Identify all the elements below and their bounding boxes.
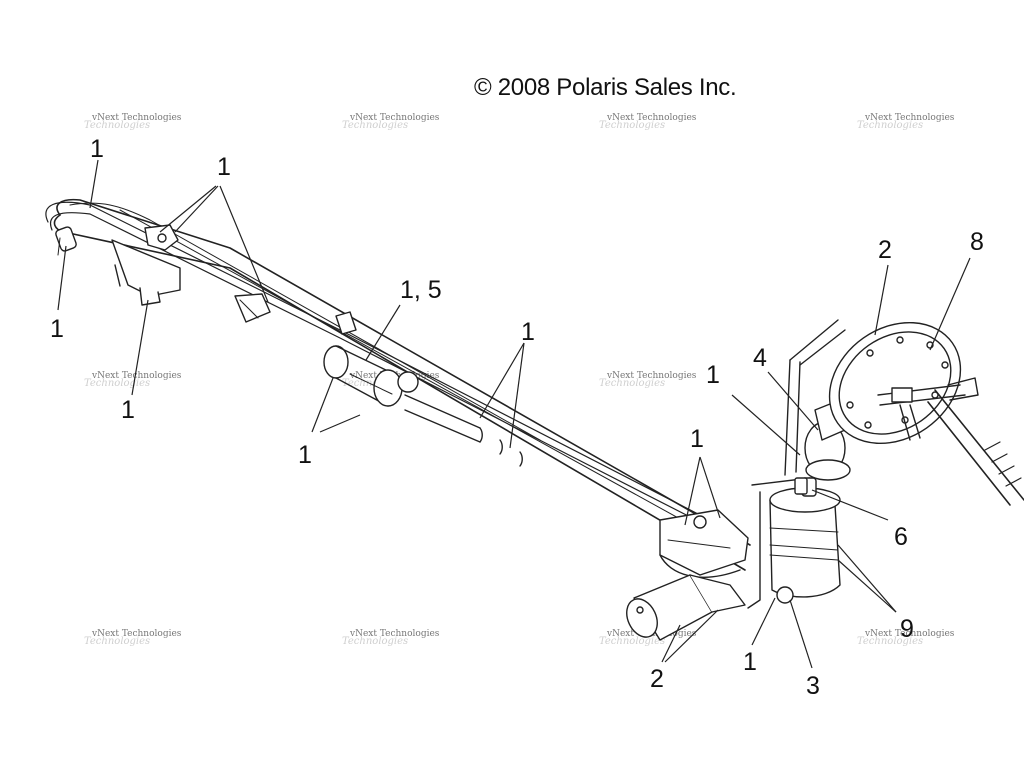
leader-line [874,264,889,336]
leader-lines [57,159,971,669]
callout-label: 1 [90,135,104,163]
watermark: Technologies vNext Technologies [84,371,182,389]
fuel-system-drawing [45,198,1024,641]
callout-label: 9 [900,615,914,643]
leader-line [365,304,401,361]
left-clamp [55,226,77,256]
leader-line [811,489,889,521]
watermark-text: vNext Technologies [606,113,697,123]
watermark: Technologies vNext Technologies [84,629,182,647]
leader-line [751,597,776,646]
outgoing-hose [927,377,1024,506]
callout-label: 1 [706,361,720,389]
watermark-text: vNext Technologies [349,113,440,123]
callout-label: 1 [690,425,704,453]
callout-label: 1 [521,318,535,346]
leader-line [57,245,67,311]
leader-line [509,342,525,449]
inline-filter [323,311,419,407]
vent-hose [45,201,701,523]
segmented-hose [404,394,523,467]
callout-label: 8 [970,228,984,256]
callout-label: 2 [650,665,664,693]
copyright-notice: © 2008 Polaris Sales Inc. [474,74,737,101]
watermark-text: vNext Technologies [91,629,182,639]
callout-label: 1 [743,648,757,676]
leader-line [159,185,217,233]
leader-line [89,159,99,209]
leader-line [699,456,721,519]
leader-line [319,414,361,433]
watermark-shadow: Technologies [599,636,665,647]
callout-label: 1 [121,396,135,424]
lower-clamp-assembly [659,509,749,578]
watermark-text: vNext Technologies [91,113,182,123]
watermark-text: vNext Technologies [864,629,955,639]
callout-label: 1, 5 [400,276,442,304]
callout-label: 1 [50,315,64,343]
leader-line [664,609,719,663]
leader-line [131,299,149,396]
callout-label: 4 [753,344,767,372]
watermark: Technologies vNext Technologies [342,629,440,647]
watermark-text: vNext Technologies [864,113,955,123]
left-bracket [111,239,181,306]
watermark-shadow: Technologies [599,378,665,389]
watermark-shadow: Technologies [84,120,150,131]
watermark-shadow: Technologies [857,120,923,131]
callout-label: 1 [298,441,312,469]
leader-line [219,185,269,303]
fuel-pump-motor [626,574,746,641]
leader-line [479,342,525,419]
leader-line [837,544,897,613]
watermark-text: vNext Technologies [606,371,697,381]
callout-labels: 1 1 1 1 1, 5 1 1 1 1 2 8 4 1 6 9 3 2 [50,135,984,700]
check-valve [794,477,808,495]
watermark: Technologies vNext Technologies [342,113,440,131]
pump-canister [769,487,841,604]
upper-clamp-2 [234,293,271,323]
watermark-shadow: Technologies [342,120,408,131]
leader-line [174,185,219,233]
watermark-shadow: Technologies [599,120,665,131]
leader-line [684,456,701,526]
leader-line [767,371,819,431]
watermark: Technologies vNext Technologies [84,113,182,131]
watermark: Technologies vNext Technologies [857,113,955,131]
callout-label: 6 [894,523,908,551]
watermark-shadow: Technologies [342,636,408,647]
watermark-shadow: Technologies [857,636,923,647]
watermark: Technologies vNext Technologies [599,113,697,131]
leader-line [661,624,681,663]
leader-line [731,394,801,456]
callout-label: 2 [878,236,892,264]
leader-line [789,599,813,669]
callout-label: 1 [217,153,231,181]
watermark-shadow: Technologies [84,378,150,389]
flange-plate [828,321,966,445]
upper-clamp-1 [144,224,179,251]
leader-line [929,257,971,351]
watermark: Technologies vNext Technologies [857,629,955,647]
callout-label: 3 [806,672,820,700]
watermark-shadow: Technologies [84,636,150,647]
pump-bracket [747,319,846,609]
leader-line [311,377,334,433]
leader-line [837,559,897,613]
watermark-text: vNext Technologies [349,629,440,639]
watermark-text: vNext Technologies [91,371,182,381]
watermark: Technologies vNext Technologies [599,371,697,389]
